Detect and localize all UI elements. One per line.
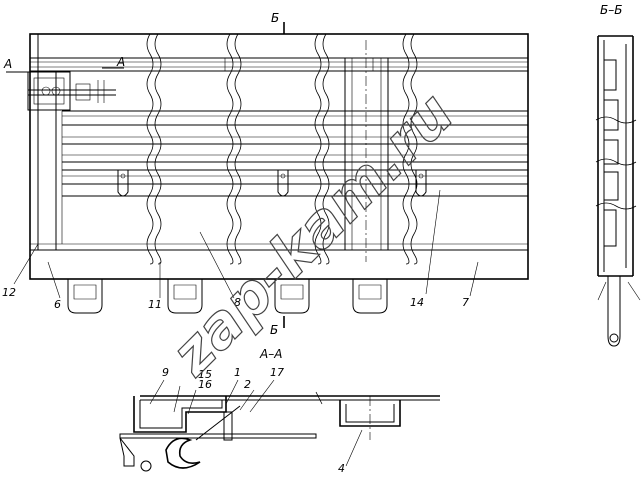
callout-15: 15 [198,368,212,381]
section-mark-a-left: А [3,57,12,71]
section-mark-a-right: А [116,55,125,69]
section-mark-bottom: Б [270,323,278,337]
main-view: Б Б А А 12 6 11 8 14 7 [2,11,529,337]
hooks [117,170,427,197]
callout-17: 17 [270,366,284,379]
latch-mechanism [27,71,116,111]
detail-view-title: А–А [259,347,282,361]
callout-6: 6 [54,298,61,311]
callout-14: 14 [410,296,424,309]
section-view-title: Б–Б [600,3,622,17]
loops [67,279,388,314]
callout-8: 8 [234,296,241,309]
callout-2: 2 [244,378,251,391]
callout-9: 9 [162,366,169,379]
callout-16: 16 [198,378,212,391]
panel-corrugations [62,110,528,197]
section-mark-top: Б [271,11,279,25]
section-view-bb: Б–Б [595,3,641,347]
callout-1: 1 [234,366,241,379]
callout-4: 4 [338,462,345,475]
callout-12: 12 [2,286,16,299]
watermark: zap-kam.ru [157,79,466,388]
detail-view-aa: А–А 9 15 16 1 2 17 4 [119,347,440,475]
callout-11: 11 [148,298,162,311]
callout-7: 7 [462,296,469,309]
panel-outer-frame [29,33,529,280]
break-lines [146,33,418,265]
